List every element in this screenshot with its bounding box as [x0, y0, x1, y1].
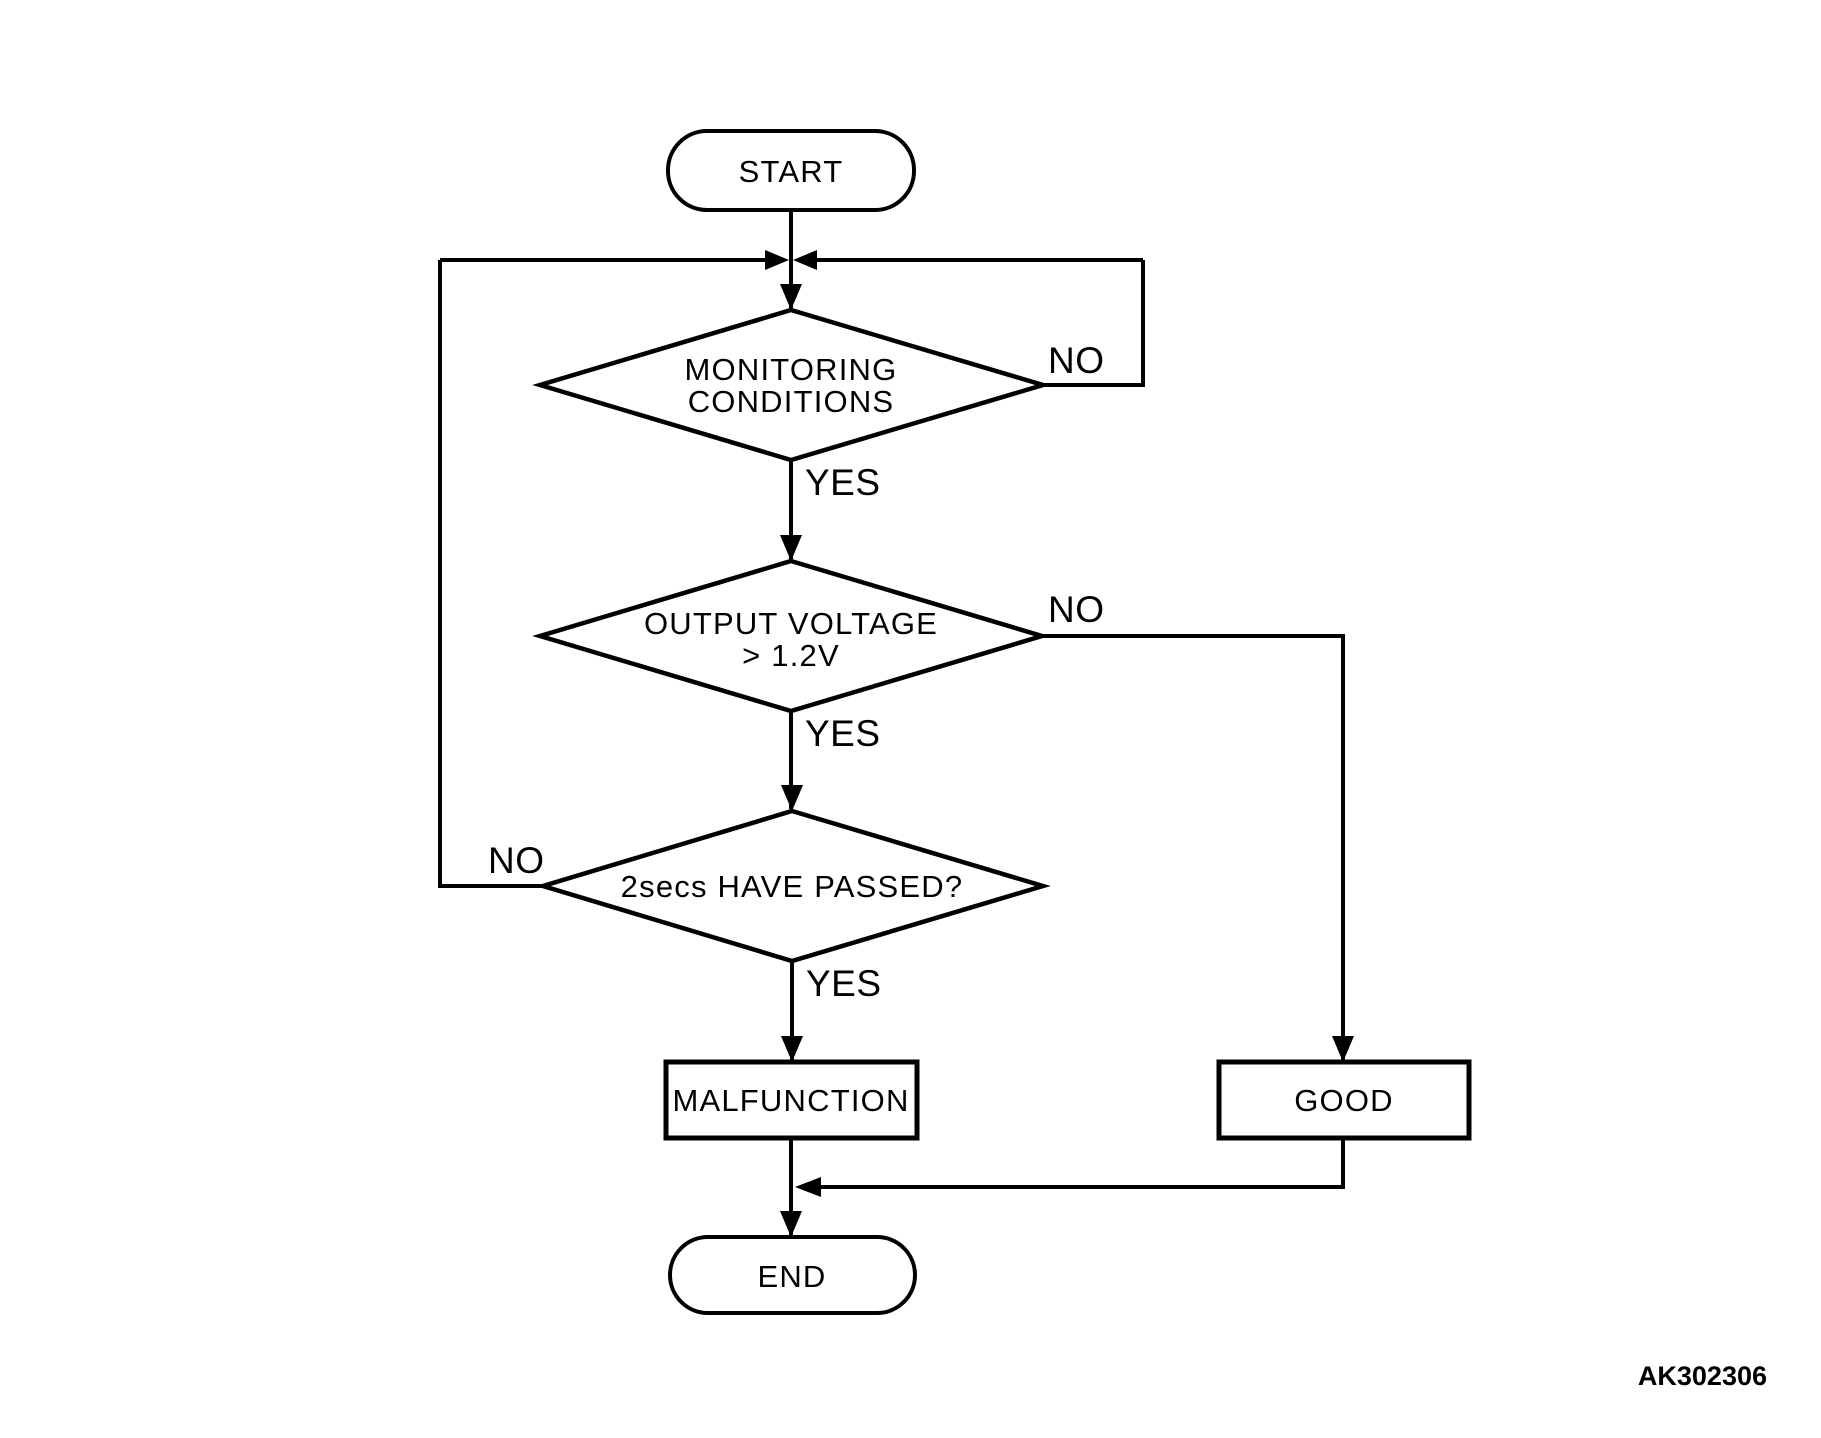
branch-label-passed-no: NO	[488, 840, 545, 881]
end-node	[668, 1235, 917, 1315]
start-label: START	[739, 154, 844, 189]
good-node	[1216, 1059, 1472, 1141]
decision-voltage-label-line1: OUTPUT VOLTAGE	[644, 606, 938, 641]
arrow-right-loop-junction	[793, 250, 817, 270]
branch-label-voltage-no: NO	[1048, 589, 1105, 630]
edge-good-to-merge	[817, 1138, 1345, 1189]
arrow-merge	[795, 1177, 821, 1197]
figure-code: AK302306	[1638, 1361, 1767, 1391]
decision-monitoring-label-line1: MONITORING	[685, 352, 898, 387]
branch-label-monitoring-no: NO	[1048, 340, 1105, 381]
good-label: GOOD	[1294, 1083, 1394, 1118]
edge-passed-no	[438, 260, 543, 888]
arrow-into-monitoring	[780, 284, 802, 310]
arrowheads	[765, 250, 1354, 1237]
malfunction-node	[663, 1059, 920, 1141]
arrow-into-voltage	[780, 535, 802, 561]
decision-output-voltage	[532, 558, 1050, 714]
decision-monitoring-label-line2: CONDITIONS	[688, 384, 895, 419]
decision-passed-label: 2secs HAVE PASSED?	[621, 869, 964, 904]
malfunction-label: MALFUNCTION	[672, 1083, 909, 1118]
branch-label-voltage-yes: YES	[805, 713, 881, 754]
branch-label-monitoring-yes: YES	[805, 462, 881, 503]
edge-voltage-no	[1042, 634, 1345, 1060]
start-node	[666, 129, 916, 212]
decision-monitoring-conditions	[532, 307, 1051, 463]
arrow-left-loop-junction	[765, 250, 789, 270]
decision-voltage-label-line2: > 1.2V	[742, 638, 840, 673]
end-label: END	[757, 1259, 826, 1294]
edge-monitoring-no	[1043, 260, 1145, 387]
arrow-into-good	[1332, 1036, 1354, 1062]
connector-lines	[438, 210, 1345, 1235]
branch-label-passed-yes: YES	[806, 963, 882, 1004]
decision-secs-passed	[535, 808, 1051, 964]
arrow-into-end	[780, 1211, 802, 1237]
arrow-into-malfunction	[781, 1036, 803, 1062]
arrow-into-passed	[781, 785, 803, 811]
